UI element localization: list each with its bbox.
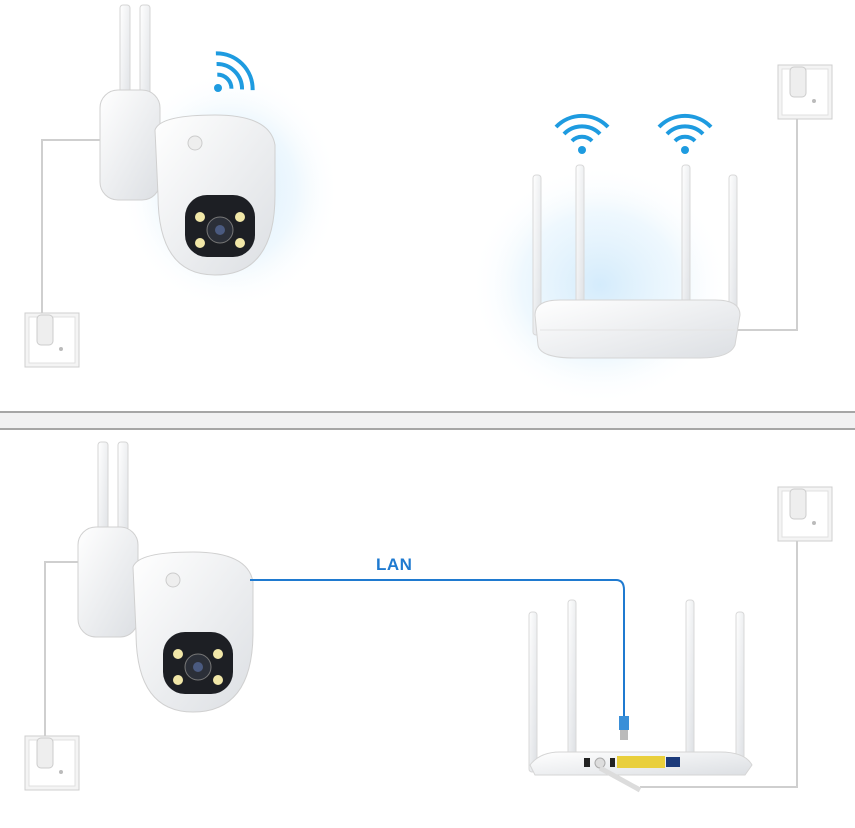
signal-glow bbox=[470, 165, 730, 405]
wifi-icon bbox=[657, 113, 713, 156]
wall-outlet-icon bbox=[24, 735, 80, 791]
ethernet-plug-icon bbox=[619, 716, 629, 730]
antenna-icon bbox=[567, 599, 577, 761]
antenna-icon bbox=[735, 611, 745, 773]
antenna-icon bbox=[528, 611, 538, 773]
router-icon bbox=[534, 299, 741, 359]
power-cable bbox=[41, 139, 100, 315]
wan-port bbox=[666, 757, 680, 767]
ethernet-cable bbox=[250, 579, 625, 718]
lan-ports bbox=[617, 756, 665, 768]
lan-label: LAN bbox=[376, 555, 413, 574]
divider bbox=[0, 411, 855, 430]
power-cable bbox=[44, 561, 80, 738]
wall-outlet-icon bbox=[777, 486, 833, 542]
camera-icon bbox=[99, 4, 276, 276]
power-cable bbox=[735, 118, 798, 331]
power-cable bbox=[640, 540, 798, 788]
wifi-scene bbox=[24, 4, 833, 405]
wifi-icon bbox=[554, 113, 610, 156]
wall-outlet-icon bbox=[24, 312, 80, 368]
camera-icon bbox=[77, 441, 254, 713]
wall-outlet-icon bbox=[777, 64, 833, 120]
antenna-icon bbox=[685, 599, 695, 761]
lan-scene bbox=[24, 441, 833, 793]
